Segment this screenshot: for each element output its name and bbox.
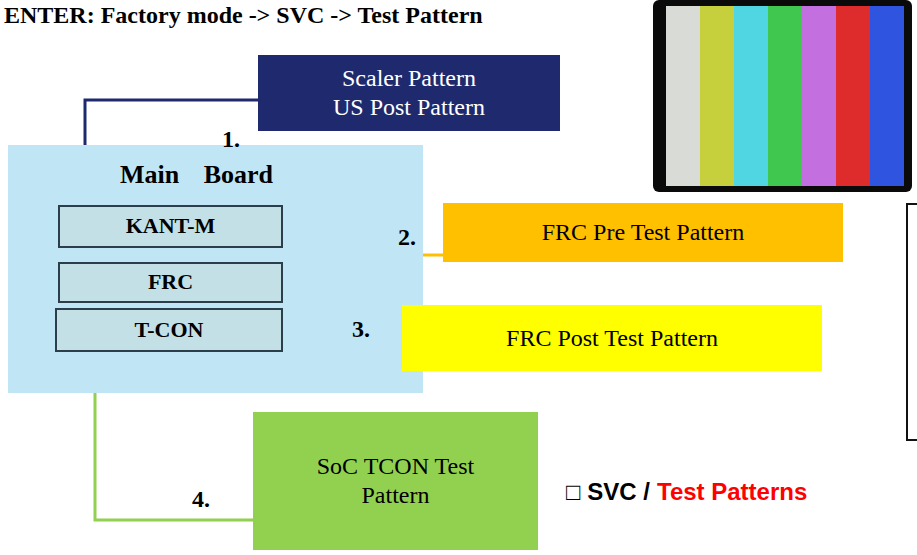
chip-box: KANT-M	[58, 205, 283, 248]
callout-number: 1.	[222, 126, 240, 153]
chip-box: FRC	[58, 262, 283, 303]
color-bar	[836, 6, 870, 186]
box-label: T-CON	[135, 317, 204, 343]
menu-path: □ SVC /	[566, 478, 650, 506]
page-title: ENTER: Factory mode -> SVC -> Test Patte…	[4, 2, 483, 29]
box-label: FRC Post Test Pattern	[506, 324, 718, 353]
bracket-line	[907, 204, 917, 440]
callout-number: 3.	[352, 316, 370, 343]
menu-path-highlight: Test Patterns	[657, 478, 807, 506]
color-bar	[700, 6, 734, 186]
chip-box: T-CON	[55, 308, 283, 352]
callout-number: 2.	[398, 224, 416, 251]
photo-frame	[653, 0, 912, 192]
color-bar	[666, 6, 700, 186]
color-bar	[734, 6, 768, 186]
box-label: SoC TCON Test Pattern	[308, 452, 483, 510]
pattern-box: Scaler Pattern US Post Pattern	[258, 55, 560, 131]
pattern-box: FRC Post Test Pattern	[402, 305, 822, 371]
pattern-box: SoC TCON Test Pattern	[253, 412, 538, 550]
pattern-box: FRC Pre Test Pattern	[443, 203, 843, 262]
color-bar	[870, 6, 904, 186]
board-panel: Main BoardKANT-MFRCT-CON	[8, 145, 423, 393]
box-label: KANT-M	[126, 213, 216, 239]
box-label: FRC Pre Test Pattern	[542, 218, 745, 247]
box-label: FRC	[148, 269, 193, 295]
box-label: Scaler Pattern US Post Pattern	[327, 64, 492, 122]
color-bar	[802, 6, 836, 186]
color-bar	[768, 6, 802, 186]
callout-number: 4.	[192, 486, 210, 513]
